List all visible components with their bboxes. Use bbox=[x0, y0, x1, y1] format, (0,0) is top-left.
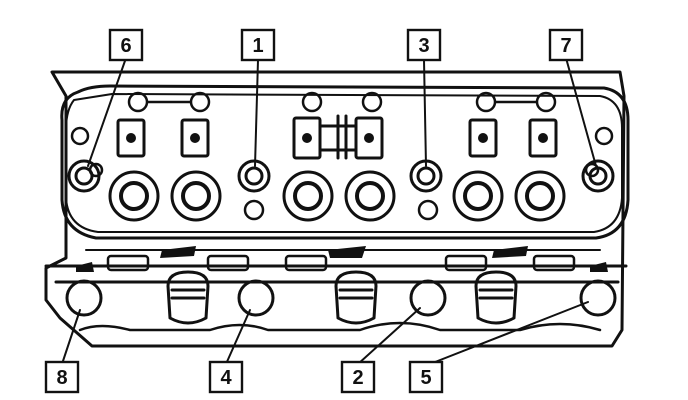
callout-2: 2 bbox=[340, 360, 376, 394]
leader-lines bbox=[61, 57, 597, 365]
rocker-pads bbox=[116, 114, 558, 160]
callout-4-label: 4 bbox=[220, 367, 232, 389]
callout-6-label: 6 bbox=[120, 35, 131, 57]
bolt-6 bbox=[67, 159, 101, 193]
callout-4: 4 bbox=[208, 360, 244, 394]
valve-seats bbox=[108, 170, 566, 222]
callout-5: 5 bbox=[408, 360, 444, 394]
bolt-7 bbox=[581, 159, 615, 193]
bolt-2 bbox=[409, 279, 447, 317]
callout-1: 1 bbox=[240, 28, 276, 62]
water-passages bbox=[88, 162, 600, 221]
callout-7: 7 bbox=[548, 28, 584, 62]
callout-8: 8 bbox=[44, 360, 80, 394]
callout-8-label: 8 bbox=[56, 367, 67, 389]
head-bolts-lower bbox=[65, 279, 617, 317]
bolt-8 bbox=[65, 279, 103, 317]
callouts: 6 1 3 7 8 4 2 5 bbox=[44, 28, 584, 394]
callout-7-label: 7 bbox=[560, 35, 571, 57]
callout-5-label: 5 bbox=[420, 367, 431, 389]
bolt-4 bbox=[237, 279, 275, 317]
bolt-5 bbox=[579, 279, 617, 317]
callout-1-label: 1 bbox=[252, 35, 263, 57]
head-bolts-upper bbox=[67, 159, 615, 193]
plug-bosses bbox=[166, 270, 518, 325]
bolt-1 bbox=[237, 159, 271, 193]
callout-3-label: 3 bbox=[418, 35, 429, 57]
callout-2-label: 2 bbox=[352, 367, 363, 389]
callout-6: 6 bbox=[108, 28, 144, 62]
callout-3: 3 bbox=[406, 28, 442, 62]
top-holes bbox=[70, 91, 614, 146]
